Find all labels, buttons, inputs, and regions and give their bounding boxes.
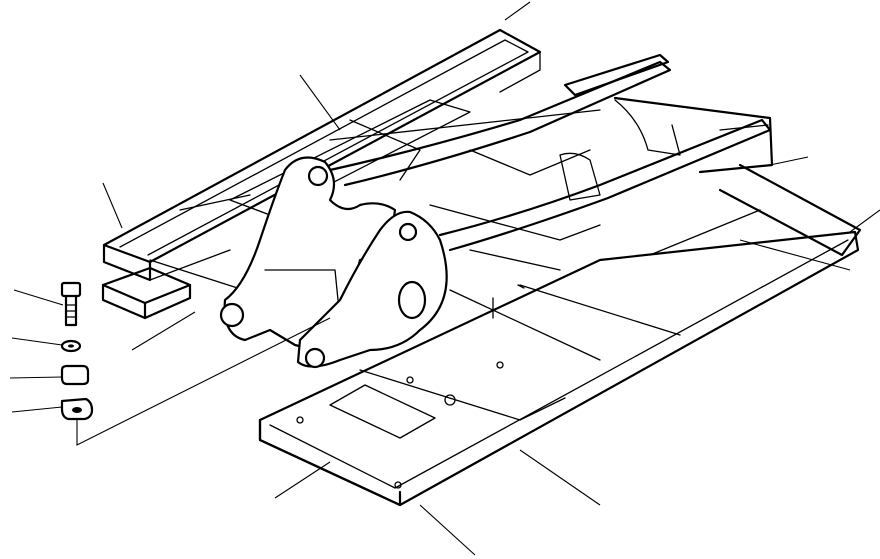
rear-crossmember (149, 99, 601, 301)
counterweight-block (101, 266, 192, 320)
leader-lines (9, 1, 880, 556)
boom-bracket-right (296, 210, 448, 369)
left-frame-rail (102, 28, 542, 282)
shim-plate (60, 397, 94, 421)
side-arm-right (438, 118, 772, 252)
front-floor-plate (258, 209, 860, 507)
right-frame-rail (563, 53, 862, 257)
bolt (60, 281, 82, 327)
washer (60, 339, 82, 353)
boom-bracket-left (219, 156, 397, 352)
side-arm-left (328, 60, 681, 187)
cap (60, 364, 90, 386)
